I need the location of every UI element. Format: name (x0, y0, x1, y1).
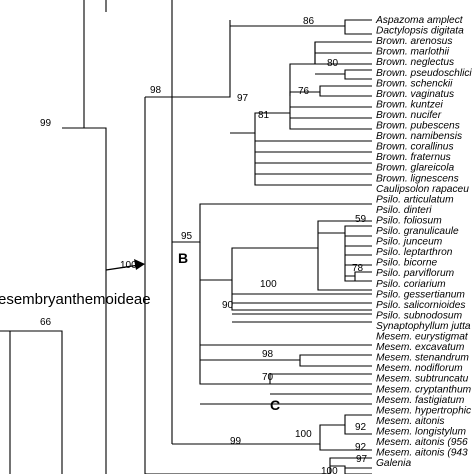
subfamily-label: esembryanthemoideae (0, 291, 151, 308)
support-value: 97 (237, 93, 249, 104)
support-value: 97 (356, 454, 368, 465)
support-value: 86 (303, 16, 315, 27)
taxon-label: Psilo. bicorne (376, 258, 437, 269)
taxon-label: Mesem. aitonis (956 (376, 437, 468, 448)
support-value: 70 (262, 372, 274, 383)
taxon-label: Brown. namibensis (376, 131, 462, 142)
taxon-label: Mesem. fastigiatum (376, 395, 465, 406)
support-value: 100 (260, 279, 277, 290)
support-value: 76 (298, 86, 310, 97)
support-value: 59 (355, 214, 367, 225)
taxon-label: Brown. pubescens (376, 121, 460, 132)
taxon-label: Mesem. eurystigmat (376, 332, 469, 343)
support-values: 8680768197989959781009095100987092100929… (40, 16, 368, 474)
taxon-label: Caulipsolon rapaceu (376, 184, 469, 195)
pointer-arrowhead-icon (134, 259, 145, 270)
taxon-label: Psilo. articulatum (376, 194, 454, 205)
taxon-label: Mesem. aitonis (376, 416, 445, 427)
support-value: 100 (120, 260, 137, 271)
taxon-label: Dactylopsis digitata (376, 26, 464, 37)
support-value: 100 (295, 429, 312, 440)
taxon-label: Psilo. parviflorum (376, 268, 455, 279)
taxon-label: Brown. fraternus (376, 152, 451, 163)
taxon-label: Brown. kuntzei (376, 99, 444, 110)
support-value: 100 (321, 466, 338, 474)
taxon-label: Brown. arenosus (376, 36, 452, 47)
taxon-label: Psilo. junceum (376, 237, 443, 248)
taxon-label: Brown. nucifer (376, 110, 442, 121)
taxon-label: Brown. neglectus (376, 57, 454, 68)
taxon-label: Psilo. coriarium (376, 279, 446, 290)
taxon-label: Psilo. salicornioides (376, 300, 465, 311)
taxon-label: Mesem. cryptanthum (376, 384, 472, 395)
taxon-label: Psilo. dinteri (376, 205, 432, 216)
support-value: 99 (230, 436, 242, 447)
support-value: 90 (222, 300, 234, 311)
tree-branches (0, 0, 372, 474)
taxon-label: Synaptophyllum jutta (376, 321, 471, 332)
support-value: 98 (150, 85, 162, 96)
taxon-label: Brown. corallinus (376, 142, 454, 153)
support-value: 95 (181, 231, 193, 242)
taxon-label: Mesem. hypertrophic (376, 405, 471, 416)
support-value: 81 (258, 110, 270, 121)
support-value: 78 (352, 263, 364, 274)
taxon-label: Psilo. leptarthron (376, 247, 453, 258)
taxon-label: Brown. glareicola (376, 163, 454, 174)
clade-label-b: B (178, 250, 188, 266)
taxon-label: Mesem. subtruncatu (376, 374, 469, 385)
support-value: 66 (40, 317, 52, 328)
pointer-arrow (105, 264, 140, 271)
taxon-label: Brown. marlothii (376, 47, 450, 58)
taxon-label: Aspazoma amplect (375, 15, 464, 26)
support-value: 92 (355, 422, 367, 433)
taxon-label: Brown. lignescens (376, 173, 459, 184)
taxon-label: Mesem. stenandrum (376, 353, 469, 364)
taxon-label: Mesem. aitonis (943 (376, 448, 468, 459)
clade-label-c: C (270, 397, 280, 413)
taxon-label: Mesem. excavatum (376, 342, 465, 353)
support-value: 98 (262, 349, 274, 360)
support-value: 80 (327, 58, 339, 69)
support-value: 99 (40, 118, 52, 129)
taxon-label: Psilo. gessertianum (376, 289, 465, 300)
taxon-label: Mesem. nodiflorum (376, 363, 463, 374)
taxon-label: Psilo. foliosum (376, 216, 442, 227)
taxon-label: Galenia (376, 458, 411, 469)
taxon-label: Psilo. subnodosum (376, 310, 463, 321)
taxon-label: Brown. vaginatus (376, 89, 454, 100)
support-value: 92 (355, 442, 367, 453)
taxon-label: Mesem. longistylum (376, 427, 467, 438)
taxon-label: Brown. schenckii (376, 78, 453, 89)
taxon-label: Psilo. granulicaule (376, 226, 459, 237)
taxon-label: Brown. pseudoschlici (376, 68, 472, 79)
